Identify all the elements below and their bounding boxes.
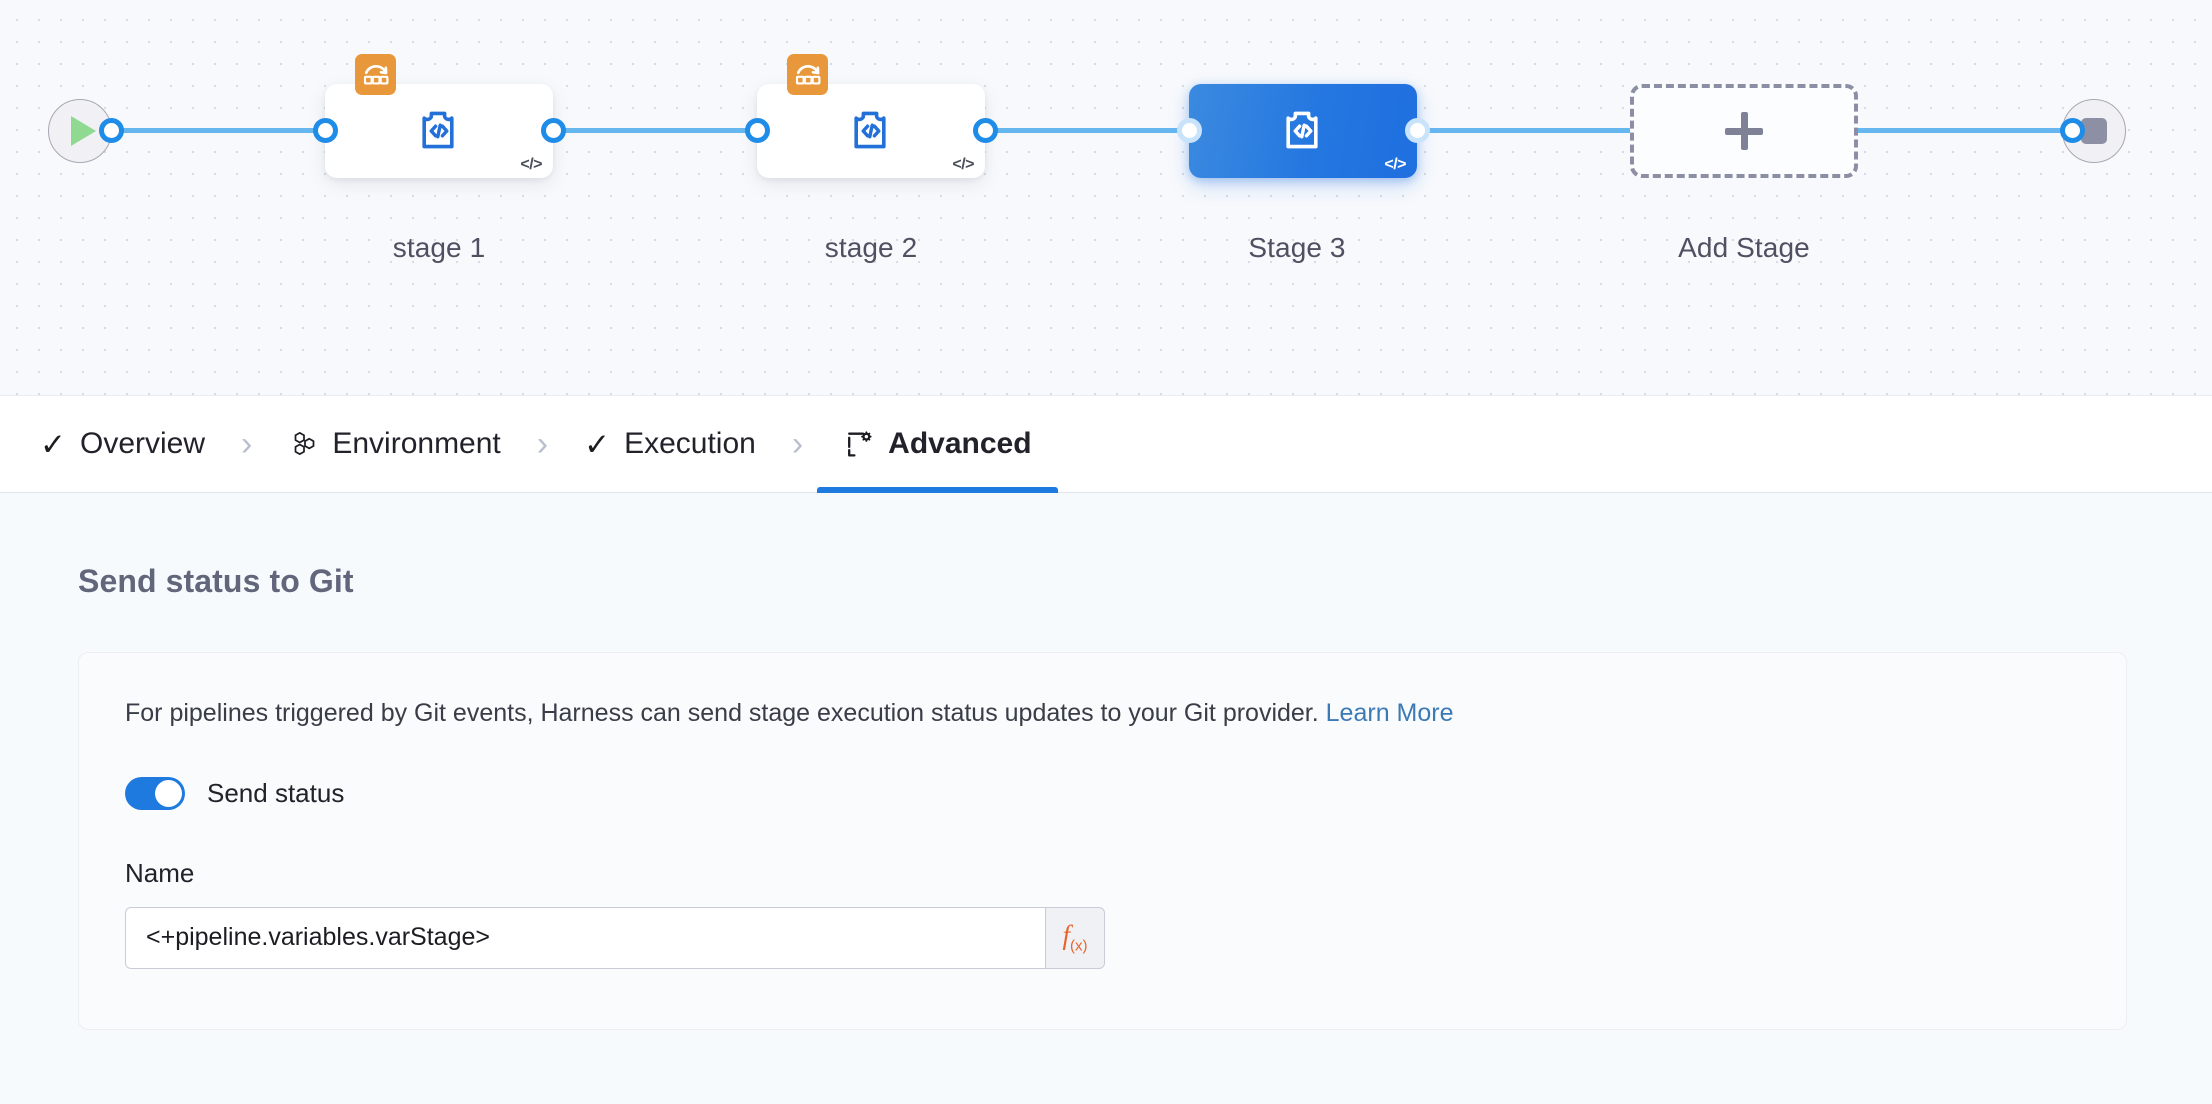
- check-icon: ✓: [584, 426, 611, 462]
- code-badge-icon: </>: [952, 156, 974, 173]
- custom-stage-puzzle-icon: [1286, 111, 1318, 149]
- name-field-wrapper: f(x): [125, 906, 1105, 969]
- stage-tab-strip: ✓ Overview › Environment › ✓ Execution ›…: [0, 396, 2212, 493]
- stage-node-1[interactable]: </>: [325, 54, 553, 178]
- send-status-toggle-row: Send status: [125, 776, 2080, 810]
- custom-stage-puzzle-icon: [854, 111, 886, 149]
- check-icon: ✓: [40, 426, 66, 462]
- toggle-knob: [155, 779, 182, 807]
- send-status-to-git-panel: For pipelines triggered by Git events, H…: [78, 652, 2127, 1030]
- stage-node-1-label: stage 1: [392, 232, 486, 263]
- wire-stage2-to-stage3: [977, 128, 1195, 133]
- play-icon: [71, 116, 96, 146]
- end-node-port[interactable]: [2060, 118, 2085, 143]
- tab-environment-label: Environment: [332, 427, 501, 460]
- code-badge-icon: </>: [520, 156, 542, 173]
- code-badge-icon: </>: [1384, 156, 1406, 173]
- name-field-label: Name: [125, 857, 195, 888]
- stage-node-3-label: Stage 3: [1248, 232, 1346, 263]
- name-input[interactable]: [125, 906, 1045, 969]
- add-stage-button[interactable]: [1630, 84, 1858, 178]
- tab-separator-icon: ›: [536, 425, 549, 463]
- expression-fx-button[interactable]: f(x): [1045, 906, 1105, 969]
- send-status-toggle-label: Send status: [207, 777, 345, 808]
- panel-description: For pipelines triggered by Git events, H…: [125, 697, 2080, 731]
- wire-start-to-stage1: [114, 128, 332, 133]
- tab-separator-icon: ›: [791, 425, 804, 463]
- stage-node-3[interactable]: </>: [1189, 84, 1417, 178]
- pipeline-canvas[interactable]: </> stage 1 </> stage 2 </>: [0, 0, 2212, 396]
- learn-more-link[interactable]: Learn More: [1325, 699, 1454, 727]
- tab-separator-icon: ›: [241, 425, 253, 463]
- advanced-gear-icon: [843, 429, 874, 460]
- start-node-port[interactable]: [99, 118, 124, 143]
- hexagons-icon: [288, 429, 318, 459]
- custom-stage-puzzle-icon: [422, 111, 454, 149]
- stage-node-2-label: stage 2: [824, 232, 918, 263]
- stage-node-3-left-port[interactable]: [1177, 118, 1202, 143]
- tab-overview[interactable]: ✓ Overview: [34, 396, 211, 493]
- tab-overview-label: Overview: [79, 427, 206, 460]
- tab-advanced[interactable]: Advanced: [817, 396, 1058, 493]
- stage-node-2[interactable]: </>: [757, 54, 985, 178]
- advanced-tab-content: Send status to Git For pipelines trigger…: [0, 493, 2212, 1103]
- add-stage-label: Add Stage: [1678, 232, 1810, 263]
- tab-execution[interactable]: ✓ Execution: [578, 396, 762, 493]
- panel-description-text: For pipelines triggered by Git events, H…: [125, 699, 1319, 727]
- wire-stage1-to-stage2: [545, 128, 763, 133]
- tab-execution-label: Execution: [624, 427, 756, 460]
- pipeline-end-node[interactable]: [2062, 99, 2126, 163]
- stage-node-1-right-port[interactable]: [541, 118, 566, 143]
- page-title: Send status to Git: [78, 563, 354, 599]
- looping-strategy-icon: [787, 54, 828, 95]
- fx-icon: f(x): [1062, 920, 1088, 955]
- stop-icon: [2081, 118, 2107, 144]
- stage-node-1-left-port[interactable]: [313, 118, 338, 143]
- send-status-toggle[interactable]: [125, 776, 185, 810]
- looping-strategy-icon: [355, 54, 396, 95]
- plus-icon: [1725, 112, 1763, 150]
- wire-addstage-to-end: [1856, 128, 2076, 133]
- tab-advanced-label: Advanced: [888, 427, 1032, 460]
- tab-environment[interactable]: Environment: [282, 396, 506, 493]
- wire-stage3-to-addstage: [1409, 128, 1637, 133]
- stage-node-2-right-port[interactable]: [973, 118, 998, 143]
- stage-node-3-right-port[interactable]: [1405, 118, 1430, 143]
- stage-node-2-left-port[interactable]: [745, 118, 770, 143]
